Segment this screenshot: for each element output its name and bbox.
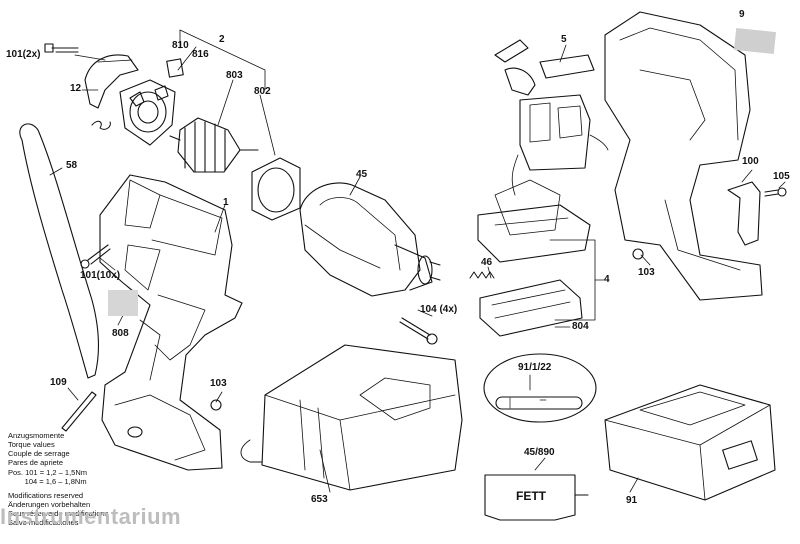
note-torque-104: 104 = 1,6 – 1,8Nm — [8, 477, 87, 486]
note-torque-fr: Couple de serrage — [8, 449, 70, 458]
label-101-2x: 101(2x) — [6, 49, 41, 60]
label-808 — [108, 290, 138, 316]
gearbox-45 — [299, 182, 441, 297]
note-torque-de: Anzugsmomente — [8, 431, 65, 440]
watermark: Instrumentarium — [0, 504, 182, 529]
battery-91 — [604, 384, 776, 501]
screw-105 — [764, 187, 787, 197]
label-45-890: 45/890 — [524, 447, 555, 458]
note-mod-fr: Sous réserve de modifications — [8, 509, 109, 518]
label-45: 45 — [356, 169, 368, 180]
label-101-10x: 101(10x) — [80, 270, 121, 281]
label-103-left: 103 — [210, 378, 227, 389]
label-804: 804 — [572, 321, 589, 332]
lanyard-58 — [19, 123, 99, 379]
spring-clip — [91, 120, 111, 130]
label-2: 2 — [219, 34, 225, 45]
note-mod-en: Modifications reserved — [8, 491, 84, 500]
electronics-5 — [477, 39, 609, 263]
spring-46 — [469, 271, 495, 279]
label-12: 12 — [70, 83, 82, 94]
note-mod-es: Salvo modificaciones — [8, 518, 79, 527]
screw-104 — [399, 317, 438, 345]
label-810: 810 — [172, 40, 189, 51]
screw-101-10x — [80, 244, 111, 269]
callout-91-1-22 — [483, 353, 597, 423]
label-109: 109 — [50, 377, 67, 388]
label-9: 9 — [739, 9, 745, 20]
label-808: 808 — [112, 328, 129, 339]
note-torque-en: Torque values — [8, 440, 55, 449]
grease-label: FETT — [516, 489, 546, 503]
label-816: 816 — [192, 49, 209, 60]
housing-half-right — [604, 11, 777, 301]
note-torque-es: Pares de apriete — [8, 458, 64, 467]
label-4: 4 — [604, 274, 610, 285]
label-105: 105 — [773, 171, 790, 182]
charger-653 — [240, 344, 463, 491]
rotor-803 — [169, 117, 259, 173]
label-802: 802 — [254, 86, 271, 97]
stator-ring-802 — [251, 157, 301, 221]
label-46: 46 — [481, 257, 493, 268]
label-58: 58 — [66, 160, 78, 171]
switch-804 — [479, 279, 583, 337]
label-100: 100 — [742, 156, 759, 167]
brush-816 — [166, 58, 184, 78]
belt-clip-100 — [727, 181, 761, 246]
label-91: 91 — [626, 495, 638, 506]
screw-101-top — [44, 43, 79, 53]
note-mod-de: Änderungen vorbehalten — [8, 500, 91, 509]
grease-tube — [484, 474, 589, 521]
note-torque-101: Pos. 101 = 1,2 – 1,5Nm — [8, 468, 88, 477]
label-104-4x: 104 (4x) — [420, 304, 458, 315]
label-653: 653 — [311, 494, 328, 505]
label-1: 1 — [223, 197, 229, 208]
bit-109 — [61, 391, 97, 432]
cover-12 — [84, 54, 139, 109]
nut-103-right — [632, 248, 644, 260]
nut-103-left — [210, 399, 222, 411]
label-803: 803 — [226, 70, 243, 81]
brush-holder — [119, 79, 176, 146]
label-91-1-22: 91/1/22 — [518, 362, 552, 373]
housing-half-1 — [99, 174, 243, 471]
label-5: 5 — [561, 34, 567, 45]
label-103-right: 103 — [638, 267, 655, 278]
